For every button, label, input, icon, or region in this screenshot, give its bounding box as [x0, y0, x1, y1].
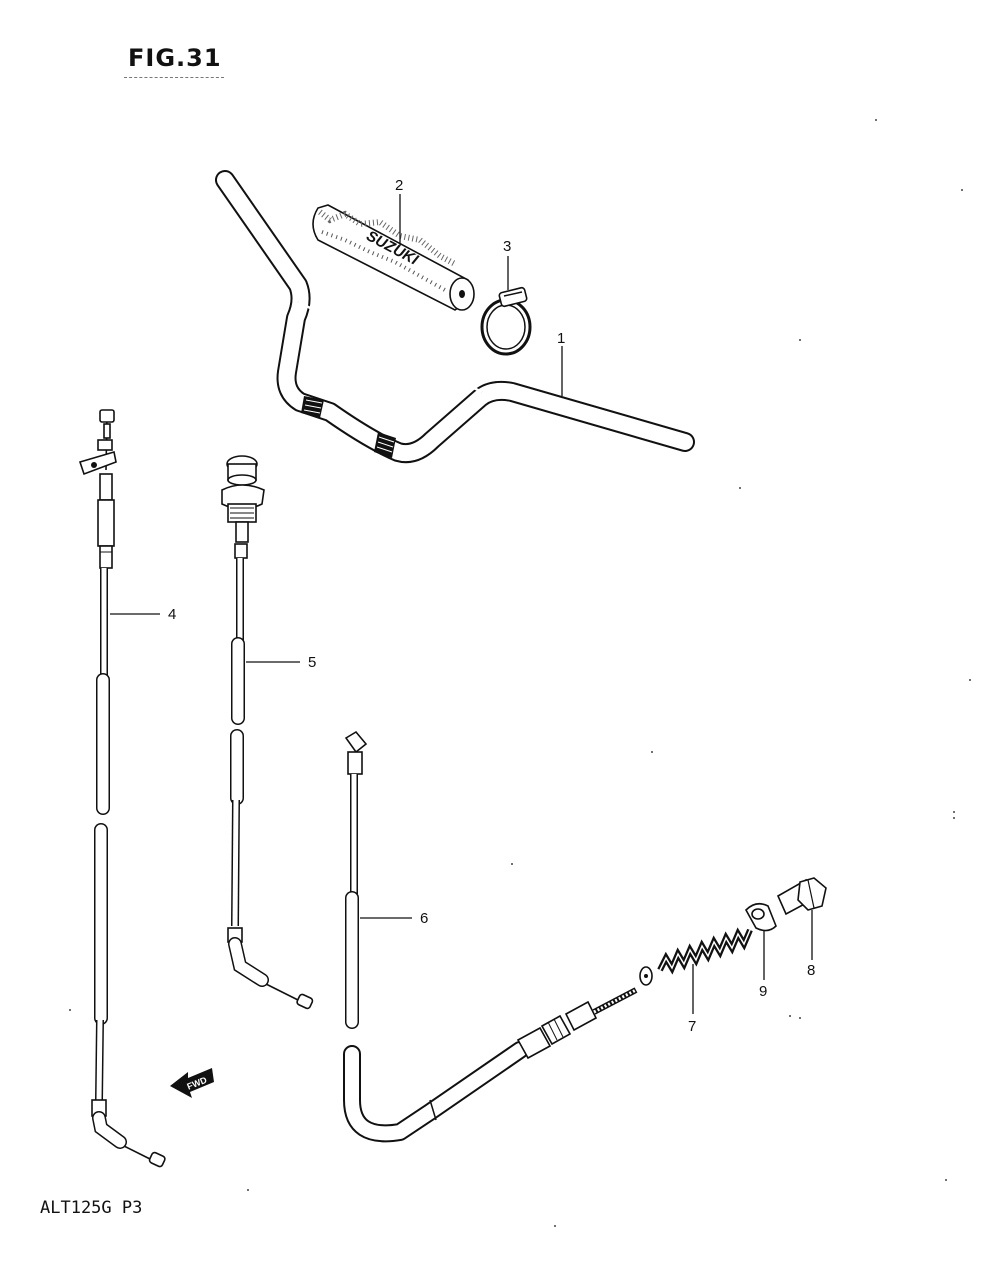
callout-label-7: 7 — [688, 1018, 696, 1035]
callout-5: 5 — [246, 654, 316, 671]
callout-label-2: 2 — [395, 177, 403, 194]
callout-2: 2 — [395, 177, 403, 246]
brake-return-spring[interactable] — [639, 927, 753, 986]
forward-arrow-label: FWD — [185, 1075, 208, 1092]
callout-4: 4 — [110, 606, 176, 623]
handlebar-brace-band-right — [374, 432, 396, 458]
callout-7: 7 — [688, 964, 696, 1035]
brake-cable[interactable] — [343, 730, 638, 1143]
figure-title: FIG.31 — [128, 44, 222, 72]
pad-clamp[interactable] — [480, 286, 532, 356]
callout-label-1: 1 — [557, 330, 565, 347]
callout-label-9: 9 — [759, 983, 767, 1000]
model-code: ALT125G P3 — [40, 1198, 143, 1218]
forward-direction-arrow: FWD — [170, 1068, 214, 1098]
callout-8: 8 — [807, 910, 815, 979]
callout-label-6: 6 — [420, 910, 428, 927]
scan-specks — [69, 119, 971, 1227]
throttle-cable[interactable] — [78, 409, 166, 1168]
callout-1: 1 — [557, 330, 565, 396]
callout-9: 9 — [759, 930, 767, 1000]
callout-3: 3 — [503, 238, 511, 290]
handlebar-pad[interactable]: SUZUKI — [312, 204, 475, 311]
bolt[interactable] — [776, 877, 827, 916]
handlebar-brace-band-left — [301, 396, 324, 418]
handlebar[interactable] — [215, 170, 695, 464]
callout-label-3: 3 — [503, 238, 511, 255]
cable-joint-pin[interactable] — [745, 902, 777, 932]
callout-label-5: 5 — [308, 654, 316, 671]
callout-label-8: 8 — [807, 962, 815, 979]
figure-title-underline — [124, 77, 224, 78]
callout-label-4: 4 — [168, 606, 176, 623]
choke-cable[interactable] — [221, 455, 314, 1010]
callout-6: 6 — [360, 910, 428, 927]
